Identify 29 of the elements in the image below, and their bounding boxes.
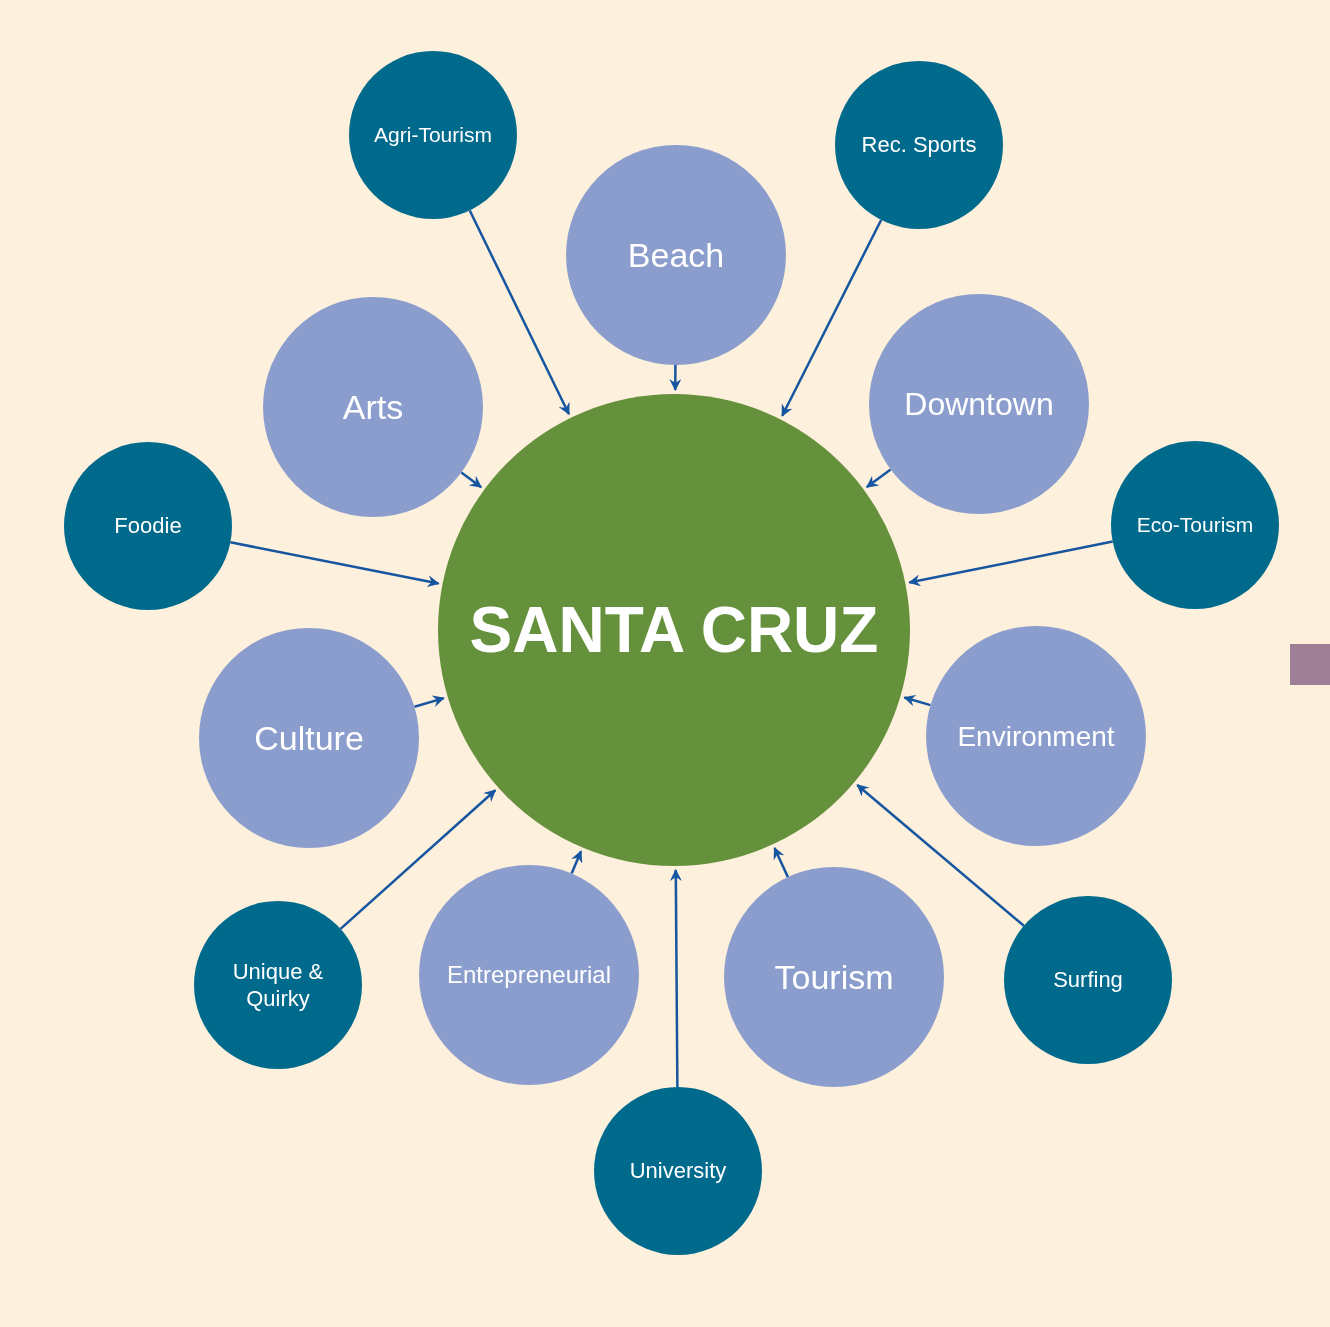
arrow — [773, 847, 790, 878]
arrow — [669, 365, 682, 391]
node-label: Eco-Tourism — [1136, 511, 1254, 538]
node-label: Entrepreneurial — [446, 960, 612, 990]
node-label: Surfing — [1053, 966, 1123, 994]
arrow — [669, 869, 682, 1087]
node-label: Downtown — [904, 385, 1054, 424]
arrow — [866, 468, 892, 489]
arrow — [570, 850, 583, 875]
arrow — [468, 209, 571, 416]
arrow — [856, 784, 1025, 927]
node-label: University — [629, 1157, 727, 1185]
arrow — [230, 541, 440, 588]
node-label: Beach — [627, 234, 725, 276]
node-label: Culture — [254, 717, 364, 759]
node-label: Environment — [957, 719, 1115, 754]
node-label: Agri-Tourism — [374, 121, 492, 148]
node-label: SANTA CRUZ — [469, 593, 879, 668]
arrow — [414, 695, 445, 708]
arrow — [339, 789, 497, 930]
arrow — [903, 694, 931, 707]
node-label: Arts — [342, 386, 404, 428]
arrow — [781, 219, 883, 417]
arrow — [460, 471, 482, 489]
node-label: Tourism — [774, 956, 894, 998]
node-label: Unique & Quirky — [231, 957, 325, 1013]
arrow — [908, 540, 1113, 587]
node-label: Foodie — [114, 512, 182, 540]
node-label: Rec. Sports — [861, 131, 977, 159]
